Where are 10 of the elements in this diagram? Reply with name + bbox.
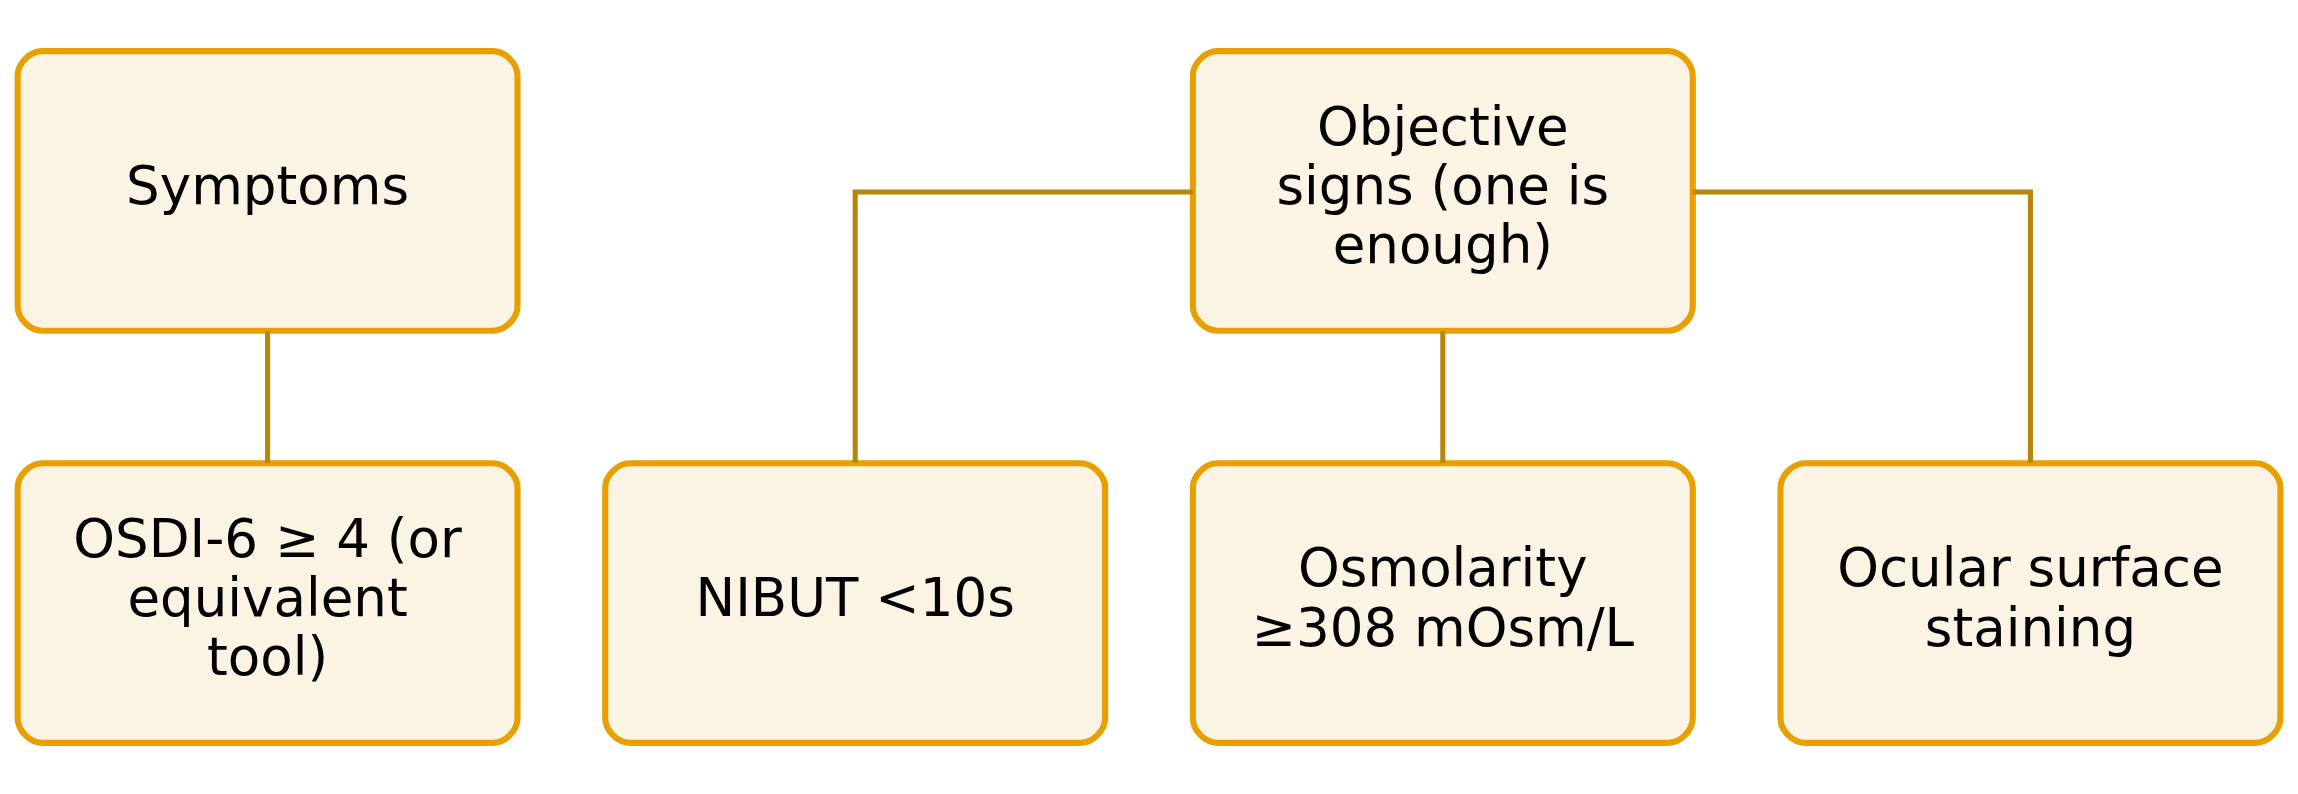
connector: [1692, 189, 2033, 463]
node-box: Objective signs (one is enough): [1189, 48, 1696, 334]
connector: [1440, 331, 1446, 463]
node-box: Ocular surface staining: [1777, 460, 2284, 746]
connector: [265, 331, 271, 463]
node-box: NIBUT <10s: [602, 460, 1109, 746]
node-box: Symptoms: [14, 48, 521, 334]
node-box: OSDI-6 ≥ 4 (or equivalent tool): [14, 460, 521, 746]
connector: [852, 189, 1193, 463]
node-box: Osmolarity ≥308 mOsm/L: [1189, 460, 1696, 746]
